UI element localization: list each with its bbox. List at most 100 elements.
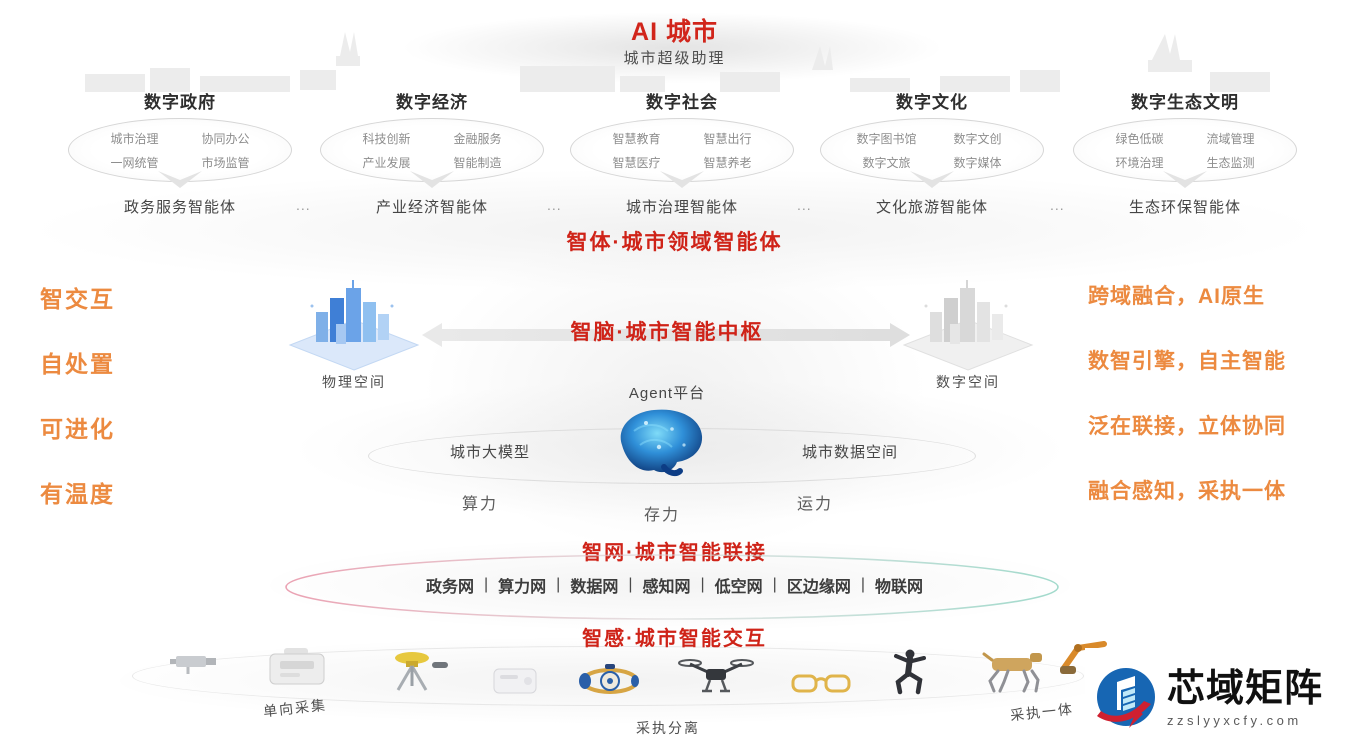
chevron-down-icon [410,171,454,188]
domain-title: 数字文化 [896,93,968,112]
agent-label: 生态环保智能体 [1128,199,1241,216]
chevron-down-icon [660,171,704,188]
pipe-separator: | [483,576,489,593]
feature-label: 有温度 [40,481,115,507]
digital-space-label: 数字空间 [936,374,1000,390]
feature-label: 融合感知，采执一体 [1088,480,1286,503]
device-group-label: 采执分离 [636,720,700,736]
network-item: 物联网 [875,579,924,596]
domain-title: 数字生态文明 [1131,93,1239,112]
section-title-hub: 智脑·城市智能中枢 [570,321,764,344]
data-collector-icon [269,648,325,685]
domain-items-ellipse: 智慧教育 智慧出行 智慧医疗 智慧养老 [570,118,794,182]
domain-item: 智慧医疗 [612,155,661,170]
agent-label: 政务服务智能体 [123,199,236,216]
network-list: 政务网| 算力网| 数据网| 感知网| 低空网| 区边缘网| 物联网 [0,573,1349,597]
network-item: 低空网 [714,579,763,596]
domain-digital-government: 数字政府 城市治理 协同办公 一网统管 市场监管 [68,88,292,182]
feature-label: 数智引擎，自主智能 [1088,350,1286,373]
drone-icon [678,659,754,693]
domain-item: 数字媒体 [953,155,1002,170]
domain-item: 科技创新 [362,131,411,146]
chevron-down-icon [158,171,202,188]
domain-item: 智慧养老 [703,155,752,170]
section-title-agents: 智体·城市领域智能体 [566,231,783,254]
pipe-separator: | [860,576,865,593]
domain-item: 智慧教育 [612,131,661,146]
ai-brain-icon [620,409,703,477]
agents-ellipsis: ... [1050,197,1065,213]
section-title-interaction: 智感·城市智能交互 [582,628,767,650]
feature-label: 泛在联接，立体协同 [1088,415,1286,438]
diagram-title: AI 城市 [631,18,718,46]
city-skyline-silhouette [85,32,1270,92]
section-title-network: 智网·城市智能联接 [582,542,767,564]
pipe-separator: | [700,576,705,593]
domain-items-ellipse: 数字图书馆 数字文创 数字文旅 数字媒体 [820,118,1044,182]
power-label: 运力 [796,496,833,513]
feature-label: 可进化 [40,416,115,442]
agents-ellipsis: ... [296,197,311,213]
domain-item: 生态监测 [1206,155,1255,170]
robotic-arm-icon [1060,641,1107,674]
watermark: 芯域矩阵 zzslyyxcfy.com [1085,648,1349,750]
agents-ellipsis: ... [797,197,812,213]
network-item: 区边缘网 [786,579,851,596]
network-item: 感知网 [642,579,691,596]
devices-ellipse-outline [132,646,1084,706]
sensor-box-icon [493,668,537,694]
domain-item: 数字文创 [953,131,1002,146]
humanoid-robot-icon [894,649,926,695]
physical-city-icon [288,280,420,371]
surveying-station-icon [395,652,448,691]
pipe-separator: | [556,576,561,593]
domain-item: 绿色低碳 [1115,131,1164,146]
city-model-label: 城市大模型 [449,444,530,461]
domain-item: 数字图书馆 [856,131,917,146]
watermark-brand: 芯域矩阵 [1167,668,1324,711]
network-item: 数据网 [570,579,619,596]
data-space-label: 城市数据空间 [801,444,898,461]
domain-title: 数字社会 [646,93,718,112]
device-group-label: 单向采集 [262,696,328,720]
cctv-camera-icon [170,656,216,674]
power-label: 算力 [461,496,498,513]
domain-title: 数字经济 [396,93,468,112]
agent-platform-label: Agent平台 [628,385,706,402]
robot-dog-icon [982,652,1042,693]
domain-item: 环境治理 [1115,155,1164,170]
pipe-separator: | [772,576,777,593]
domain-item: 一网统管 [110,155,159,170]
agent-label: 文化旅游智能体 [875,199,988,216]
smart-glasses-icon [791,674,851,693]
domain-item: 协同办公 [201,131,250,146]
gyro-sensor-icon [579,664,639,694]
domain-items-ellipse: 科技创新 金融服务 产业发展 智能制造 [320,118,544,182]
agents-ellipsis: ... [547,197,562,213]
network-item: 算力网 [498,579,547,596]
chevron-down-icon [1163,171,1207,188]
power-label: 存力 [643,507,680,524]
watermark-logo-icon [1097,668,1155,728]
diagram-subtitle: 城市超级助理 [623,50,726,67]
domain-digital-culture: 数字文化 数字图书馆 数字文创 数字文旅 数字媒体 [820,88,1044,182]
chevron-down-icon [910,171,954,188]
watermark-domain: zzslyyxcfy.com [1167,712,1302,728]
domain-item: 流域管理 [1206,131,1255,146]
network-item: 政务网 [425,579,474,596]
agent-label: 城市治理智能体 [625,199,738,216]
feature-label: 跨域融合，AI原生 [1088,285,1265,308]
feature-label: 自处置 [40,351,115,377]
domain-item: 城市治理 [110,131,159,146]
digital-city-icon [902,280,1034,371]
domain-title: 数字政府 [144,93,216,112]
domain-items-ellipse: 城市治理 协同办公 一网统管 市场监管 [68,118,292,182]
domain-item: 市场监管 [201,155,250,170]
network-ellipse-arc [285,554,1059,620]
physical-space-label: 物理空间 [322,374,386,390]
feature-label: 智交互 [40,286,115,312]
domain-item: 数字文旅 [862,155,911,170]
domain-digital-society: 数字社会 智慧教育 智慧出行 智慧医疗 智慧养老 [570,88,794,182]
domain-item: 智慧出行 [703,131,752,146]
domain-item: 智能制造 [453,155,502,170]
